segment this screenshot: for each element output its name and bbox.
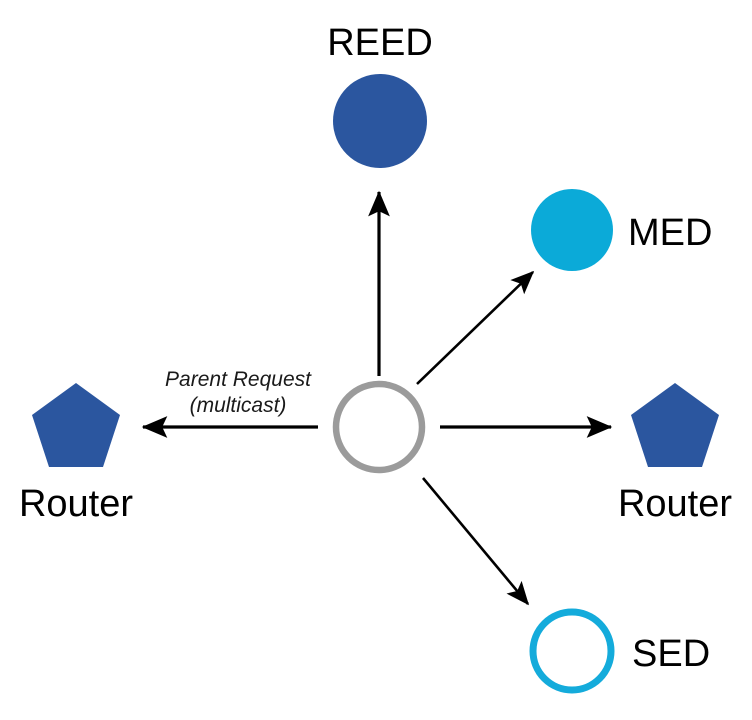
router-right-pentagon-icon[interactable] xyxy=(631,383,719,467)
med-circle-icon[interactable] xyxy=(531,189,613,271)
node-label-router-right: Router xyxy=(618,483,732,525)
reed-circle-icon[interactable] xyxy=(333,74,427,168)
node-label-router-left: Router xyxy=(19,483,133,525)
node-sed[interactable]: SED xyxy=(529,608,710,694)
node-router-left[interactable]: Router xyxy=(19,383,133,525)
router-left-pentagon-icon[interactable] xyxy=(32,383,120,467)
edge-to-med-line xyxy=(416,270,535,385)
edge-label-parent-request-line2: (multicast) xyxy=(190,394,287,417)
node-router-right[interactable]: Router xyxy=(618,383,732,525)
node-med[interactable]: MED xyxy=(531,189,712,271)
sed-circle-icon[interactable] xyxy=(529,608,615,694)
node-reed[interactable]: REED xyxy=(327,22,433,168)
joining-device-circle-icon[interactable] xyxy=(332,380,426,474)
node-label-sed: SED xyxy=(632,633,710,675)
edge-to-med xyxy=(416,270,535,385)
edge-to-sed-line xyxy=(422,477,529,606)
edge-label-parent-request-line1: Parent Request xyxy=(165,368,312,391)
node-joining-device[interactable] xyxy=(332,380,426,474)
edge-to-sed xyxy=(422,477,529,606)
node-label-med: MED xyxy=(628,212,712,254)
node-label-reed: REED xyxy=(327,22,433,64)
